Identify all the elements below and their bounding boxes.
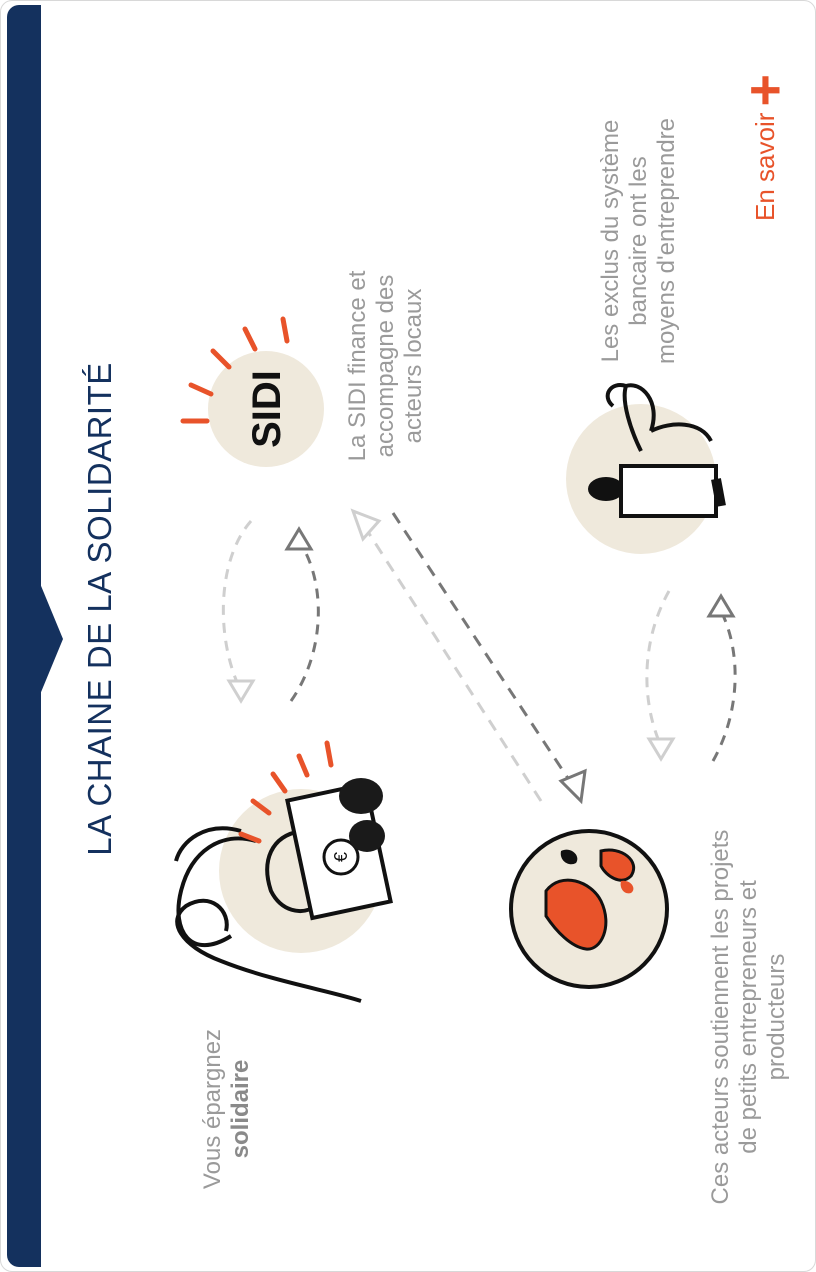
learn-more-label: En savoir [750, 113, 781, 221]
globe-icon [511, 831, 667, 987]
caption-savers-line1: Vous épargnez [199, 1029, 226, 1189]
arrow-globe-farmer [647, 591, 735, 761]
arrow-sidi-globe [353, 511, 585, 801]
page-title: LA CHAINE DE LA SOLIDARITÉ [81, 359, 121, 859]
caption-excluded: Les exclus du système bancaire ont les m… [597, 111, 717, 371]
caption-savers-line2: solidaire [227, 1060, 254, 1159]
caption-savers: Vous épargnez solidaire [199, 1009, 259, 1209]
arrow-savers-sidi [223, 521, 318, 701]
savers-icon [176, 743, 391, 1001]
plus-icon: + [745, 74, 785, 107]
learn-more-link[interactable]: En savoir + [745, 61, 785, 221]
caption-actors: Ces acteurs soutiennent les projets de p… [707, 827, 816, 1207]
euro-symbol: € [331, 852, 351, 862]
farmer-icon [566, 385, 721, 554]
caption-sidi: La SIDI finance et accompagne des acteur… [344, 256, 474, 476]
sidi-badge-label: SIDI [245, 370, 289, 448]
